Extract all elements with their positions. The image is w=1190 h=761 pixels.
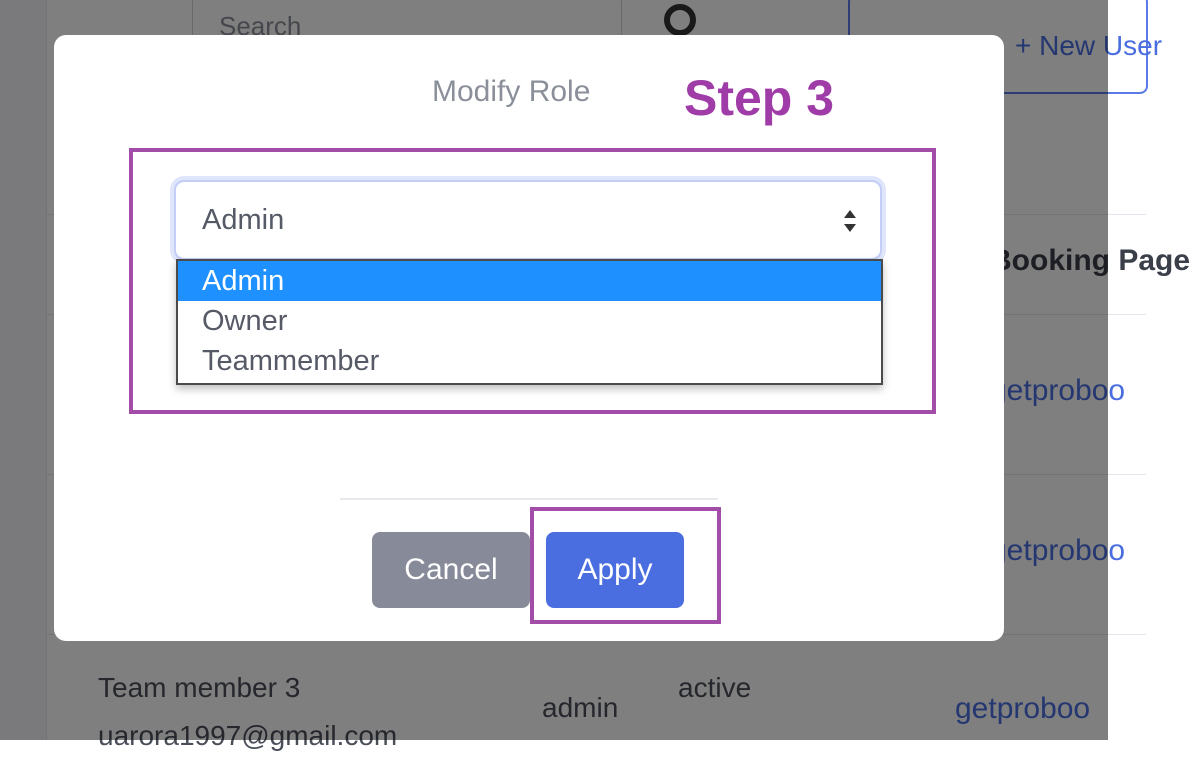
step-annotation-label: Step 3 bbox=[684, 70, 835, 126]
dialog-title: Modify Role bbox=[432, 75, 591, 108]
role-select-value: Admin bbox=[202, 204, 285, 236]
cancel-button[interactable]: Cancel bbox=[372, 532, 530, 608]
role-dropdown-list[interactable]: Admin Owner Teammember bbox=[176, 259, 883, 385]
role-select[interactable]: Admin bbox=[174, 180, 882, 260]
select-arrows-icon bbox=[844, 210, 856, 232]
step-highlight-box bbox=[129, 148, 936, 414]
apply-highlight-box bbox=[530, 507, 721, 624]
hidden-field-edge bbox=[298, 387, 812, 405]
footer-divider bbox=[340, 498, 718, 500]
role-option-owner[interactable]: Owner bbox=[202, 305, 288, 337]
role-option-teammember[interactable]: Teammember bbox=[202, 345, 380, 377]
modify-role-dialog: Modify Role Step 3 Admin Admin Owner Tea… bbox=[54, 35, 1004, 641]
apply-button[interactable]: Apply bbox=[546, 532, 684, 608]
role-option-admin[interactable]: Admin bbox=[178, 261, 881, 301]
